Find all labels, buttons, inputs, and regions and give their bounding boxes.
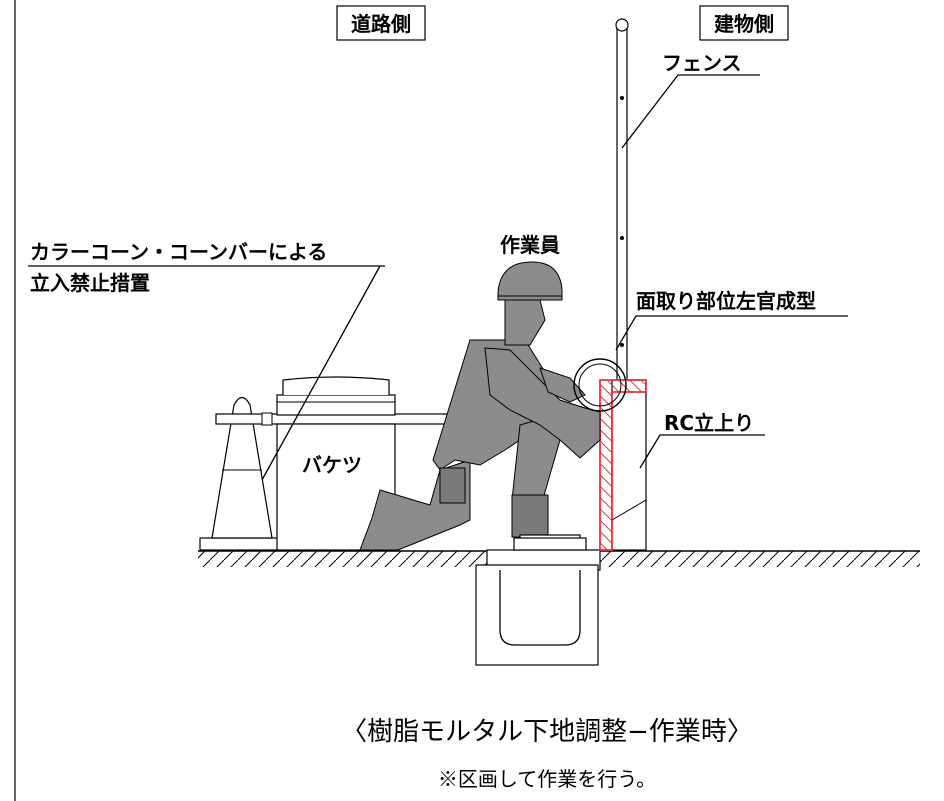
fence (615, 18, 629, 423)
diagram-note: ※区画して作業を行う。 (438, 767, 656, 791)
rc-upstand-label: RC立上り (664, 411, 754, 435)
building-side-text: 建物側 (714, 12, 774, 36)
diagram-caption: 〈樹脂モルタル下地調整−作業時〉 (341, 717, 753, 747)
chamfer-label: 面取り部位左官成型 (636, 289, 816, 313)
worker-figure (359, 261, 601, 551)
cone-label-line2: 立入禁止措置 (30, 271, 150, 295)
cone-label-line1: カラーコーン・コーンバーによる (30, 240, 327, 264)
bucket (276, 376, 396, 551)
building-side-label: 建物側 (699, 5, 789, 41)
gutter (475, 549, 601, 666)
fence-label: フェンス (662, 51, 742, 75)
road-side-text: 道路側 (351, 12, 411, 36)
bucket-label: バケツ (302, 453, 362, 477)
rc-upstand (599, 379, 647, 551)
chamfer-leader (615, 315, 848, 351)
rc-leader (639, 434, 765, 469)
cone-leader (261, 265, 381, 481)
fence-leader (621, 74, 760, 149)
worker-label: 作業員 (500, 233, 560, 257)
chamfer-circle-inner (578, 363, 622, 407)
road-side-label: 道路側 (336, 5, 426, 41)
chamfer-circle (573, 358, 627, 412)
